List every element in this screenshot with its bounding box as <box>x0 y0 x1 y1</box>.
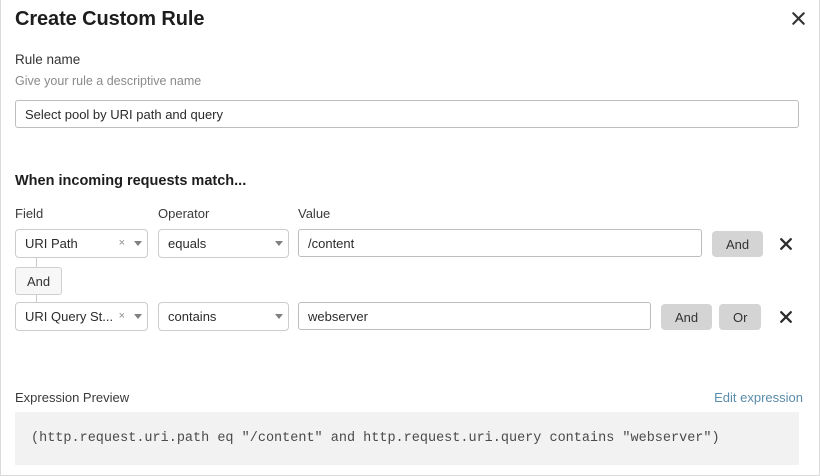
rule-name-help-text: Give your rule a descriptive name <box>15 74 202 88</box>
or-button-2[interactable]: Or <box>719 304 762 330</box>
connector-and-badge[interactable]: And <box>15 267 63 295</box>
field-select-1-value: URI Path <box>25 236 78 251</box>
expression-preview-text: (http.request.uri.path eq "/content" and… <box>31 431 720 446</box>
field-select-2-value: URI Query St... <box>25 309 114 324</box>
expression-preview-label: Expression Preview <box>15 390 130 405</box>
column-label-field: Field <box>15 206 44 221</box>
condition-row: URI Path × equals And <box>1 229 820 259</box>
rule-name-input[interactable] <box>15 100 799 128</box>
edit-expression-link[interactable]: Edit expression <box>714 390 803 405</box>
condition-row: URI Query St... × contains And Or <box>1 302 820 332</box>
delete-row-button-2[interactable] <box>776 307 796 327</box>
column-label-value: Value <box>298 206 331 221</box>
operator-select-1-value: equals <box>168 236 207 251</box>
operator-select-2[interactable]: contains <box>158 302 289 331</box>
dialog-title: Create Custom Rule <box>15 8 205 30</box>
connector-line-top <box>36 258 37 267</box>
operator-select-1[interactable]: equals <box>158 229 289 258</box>
operator-select-2-value: contains <box>168 309 217 324</box>
field-select-2[interactable]: URI Query St... × <box>15 302 148 331</box>
column-label-operator: Operator <box>158 206 210 221</box>
expression-preview-box: (http.request.uri.path eq "/content" and… <box>15 412 799 465</box>
condition-connector: And <box>15 258 135 304</box>
clear-icon[interactable]: × <box>118 237 125 249</box>
field-select-1[interactable]: URI Path × <box>15 229 148 258</box>
value-input-2[interactable] <box>298 302 651 330</box>
connector-line-bottom <box>36 295 37 304</box>
chevron-down-icon[interactable] <box>270 314 288 319</box>
conditions-heading: When incoming requests match... <box>15 173 247 189</box>
clear-icon[interactable]: × <box>118 310 125 322</box>
chevron-down-icon[interactable] <box>129 314 147 319</box>
rule-name-label: Rule name <box>15 52 81 67</box>
chevron-down-icon[interactable] <box>129 241 147 246</box>
delete-row-button-1[interactable] <box>776 234 796 254</box>
close-icon[interactable] <box>786 6 810 30</box>
and-button-2[interactable]: And <box>661 304 713 330</box>
chevron-down-icon[interactable] <box>270 241 288 246</box>
value-input-1[interactable] <box>298 229 702 257</box>
and-button-1[interactable]: And <box>712 231 764 257</box>
